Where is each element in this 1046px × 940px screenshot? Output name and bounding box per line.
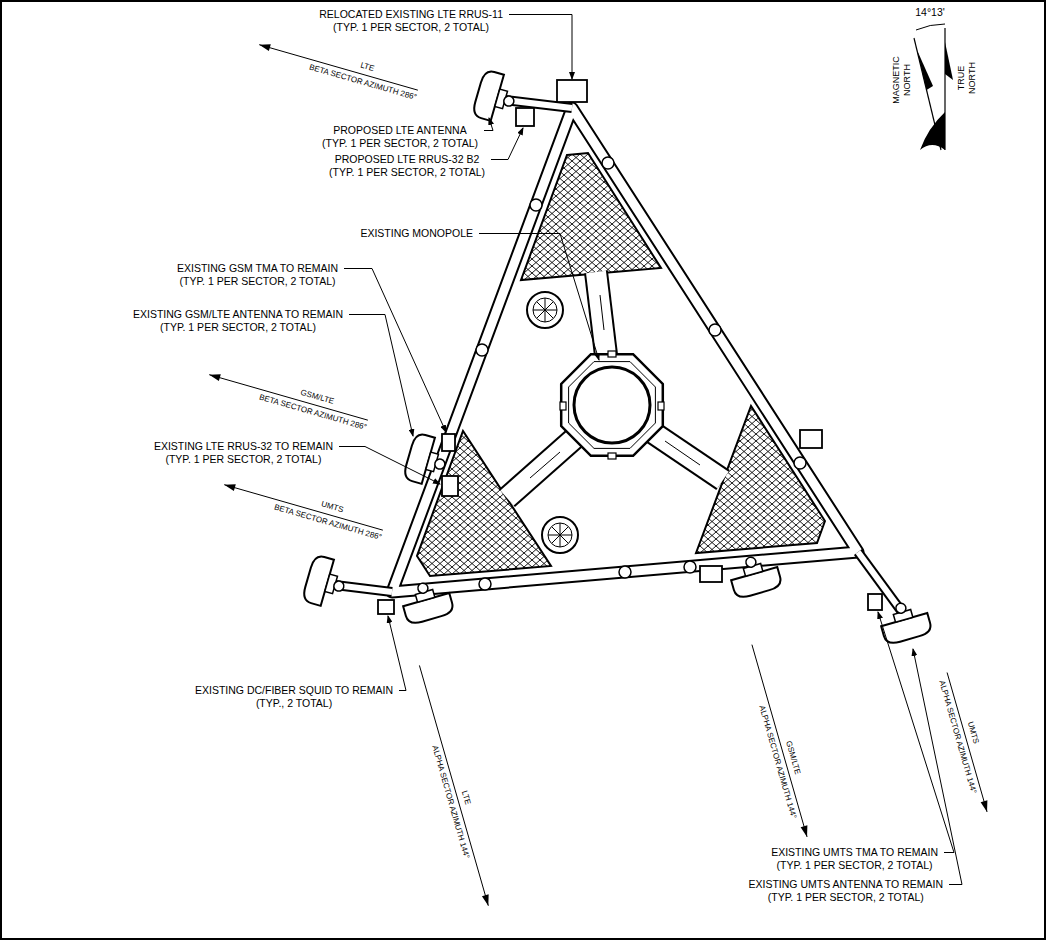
north-label: TRUE NORTH <box>956 62 978 94</box>
arm-detail <box>600 295 604 330</box>
dish-symbol <box>533 298 557 322</box>
leader-line <box>509 15 572 80</box>
callout-note: EXISTING MONOPOLE <box>358 227 475 240</box>
tma-box <box>868 594 882 610</box>
angle-dimension: 14°13' <box>913 6 947 19</box>
angle-arc <box>916 24 945 30</box>
leader-line <box>388 616 406 691</box>
north-label: MAGNETIC NORTH <box>891 56 913 104</box>
leader-line <box>878 612 954 853</box>
pipe-clamp <box>619 566 631 578</box>
pipe-clamp <box>684 561 696 573</box>
azimuth-label: GSM/LTE BETA SECTOR AZIMUTH 286° <box>257 374 373 435</box>
azimuth-arrow-head <box>482 894 489 906</box>
azimuth-label: UMTS BETA SECTOR AZIMUTH 286° <box>272 484 388 545</box>
leader-line <box>479 234 599 361</box>
monopole <box>574 367 650 443</box>
azimuth-label: LTE ALPHA SECTOR AZIMUTH 144° <box>426 739 489 861</box>
callout-note: EXISTING DC/FIBER SQUID TO REMAIN (TYP.,… <box>193 684 395 710</box>
rru-box <box>700 566 722 582</box>
rru-box <box>516 108 534 126</box>
ring-bolt <box>560 402 566 410</box>
leader-line <box>491 128 523 160</box>
antenna-clamp <box>417 582 429 594</box>
azimuth-label: UMTS ALPHA SECTOR AZIMUTH 144° <box>933 674 996 796</box>
ring-bolt <box>608 453 616 459</box>
azimuth-arrow-head <box>209 374 221 381</box>
arrow-half-head <box>945 42 953 80</box>
mount-pipe <box>858 552 902 612</box>
dish-symbol <box>548 523 572 547</box>
antenna-clamp <box>745 556 757 568</box>
antenna <box>301 554 350 610</box>
antenna-clamp <box>895 602 907 614</box>
azimuth-arrow-head <box>259 44 271 51</box>
azimuth-arrow-head <box>981 800 988 812</box>
tma-box <box>442 434 455 451</box>
antenna <box>876 597 932 646</box>
mount-pipe <box>858 552 902 612</box>
north-arrow-tail <box>920 112 945 150</box>
dish-symbol <box>542 517 578 553</box>
azimuth-arrow-head <box>224 484 236 491</box>
antenna <box>402 432 451 488</box>
antenna-clamp <box>503 95 515 107</box>
ring-bolt <box>608 351 616 357</box>
squid-box <box>800 430 822 448</box>
callout-note: EXISTING LTE RRUS-32 TO REMAIN (TYP. 1 P… <box>152 440 335 466</box>
pipe-clamp <box>479 578 491 590</box>
pipe-clamp <box>530 199 542 211</box>
callout-note: EXISTING UMTS ANTENNA TO REMAIN (TYP. 1 … <box>747 878 945 904</box>
azimuth-label: LTE BETA SECTOR AZIMUTH 286° <box>307 44 423 105</box>
north-arrow <box>914 24 953 150</box>
pipe-clamp <box>709 324 721 336</box>
callout-note: EXISTING GSM TMA TO REMAIN (TYP. 1 PER S… <box>175 262 340 288</box>
pipe-clamp <box>476 344 488 356</box>
rru-box <box>442 476 458 496</box>
rru-box <box>557 80 587 102</box>
monopole-ring <box>561 354 663 456</box>
azimuth-label: GSM/LTE ALPHA SECTOR AZIMUTH 144° <box>753 699 816 821</box>
antenna-clamp <box>333 580 345 592</box>
callout-note: RELOCATED EXISTING LTE RRUS-11 (TYP. 1 P… <box>317 8 505 34</box>
antenna-clamp <box>434 458 446 470</box>
callout-note: EXISTING UMTS TMA TO REMAIN (TYP. 1 PER … <box>769 846 940 872</box>
callout-note: EXISTING GSM/LTE ANTENNA TO REMAIN (TYP.… <box>131 308 345 334</box>
pipe-clamp <box>602 157 614 169</box>
leader-line <box>484 118 493 131</box>
squid-box <box>378 600 394 614</box>
pipe-clamp <box>794 457 806 469</box>
leader-line <box>339 447 440 485</box>
platform-pipe <box>392 108 858 592</box>
ring-bolt <box>658 402 664 410</box>
callout-note: PROPOSED LTE ANTENNA (TYP. 1 PER SECTOR,… <box>320 124 480 150</box>
arm-detail <box>665 441 700 465</box>
azimuth-arrow-head <box>801 825 808 837</box>
dish-symbol <box>548 523 572 547</box>
antenna <box>398 577 454 626</box>
platform-pipe <box>392 108 858 592</box>
antenna <box>471 69 520 125</box>
arrow-half-head <box>917 50 933 90</box>
arm-detail <box>530 452 560 478</box>
callout-note: PROPOSED LTE RRUS-32 B2 (TYP. 1 PER SECT… <box>327 153 487 179</box>
antenna <box>726 551 782 600</box>
monopole-ring <box>569 362 656 449</box>
dish-symbol <box>533 298 557 322</box>
dish-symbol <box>527 292 563 328</box>
